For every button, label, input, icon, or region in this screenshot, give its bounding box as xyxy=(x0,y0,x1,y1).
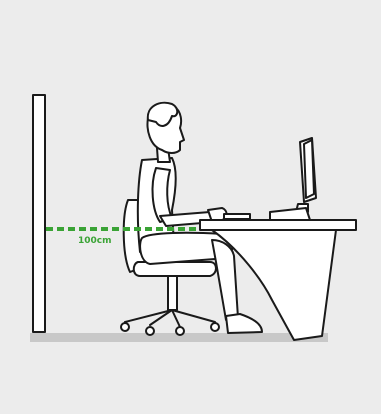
height-measurement-label: 100cm xyxy=(78,236,112,246)
wall xyxy=(33,95,45,332)
keyboard xyxy=(224,214,250,219)
monitor xyxy=(270,138,316,220)
